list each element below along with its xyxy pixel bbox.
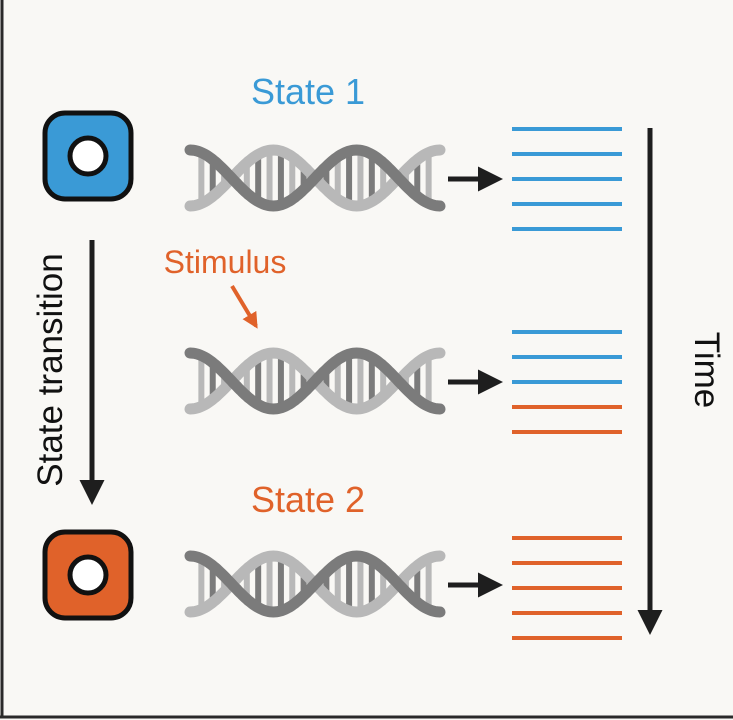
dna-strand-dark bbox=[184, 550, 446, 618]
dna-strand-dark bbox=[184, 144, 446, 212]
dna-helix-icon bbox=[184, 144, 446, 212]
stimulus-arrow bbox=[230, 284, 258, 329]
dna-helix-icon bbox=[184, 347, 446, 415]
stimulus-label: Stimulus bbox=[164, 244, 287, 280]
cell-state-2 bbox=[42, 529, 134, 621]
time-label: Time bbox=[687, 332, 726, 408]
readout-lines-state-2 bbox=[512, 536, 622, 640]
state-transition-label: State transition bbox=[31, 253, 70, 486]
dna-strand-dark bbox=[184, 347, 446, 415]
dna-helix-icon bbox=[184, 550, 446, 618]
state-2-label: State 2 bbox=[251, 479, 365, 520]
readout-lines-state-1 bbox=[512, 127, 622, 231]
cell-state-1 bbox=[42, 110, 134, 202]
state-1-label: State 1 bbox=[251, 71, 365, 112]
readout-lines-stimulus bbox=[512, 330, 622, 434]
